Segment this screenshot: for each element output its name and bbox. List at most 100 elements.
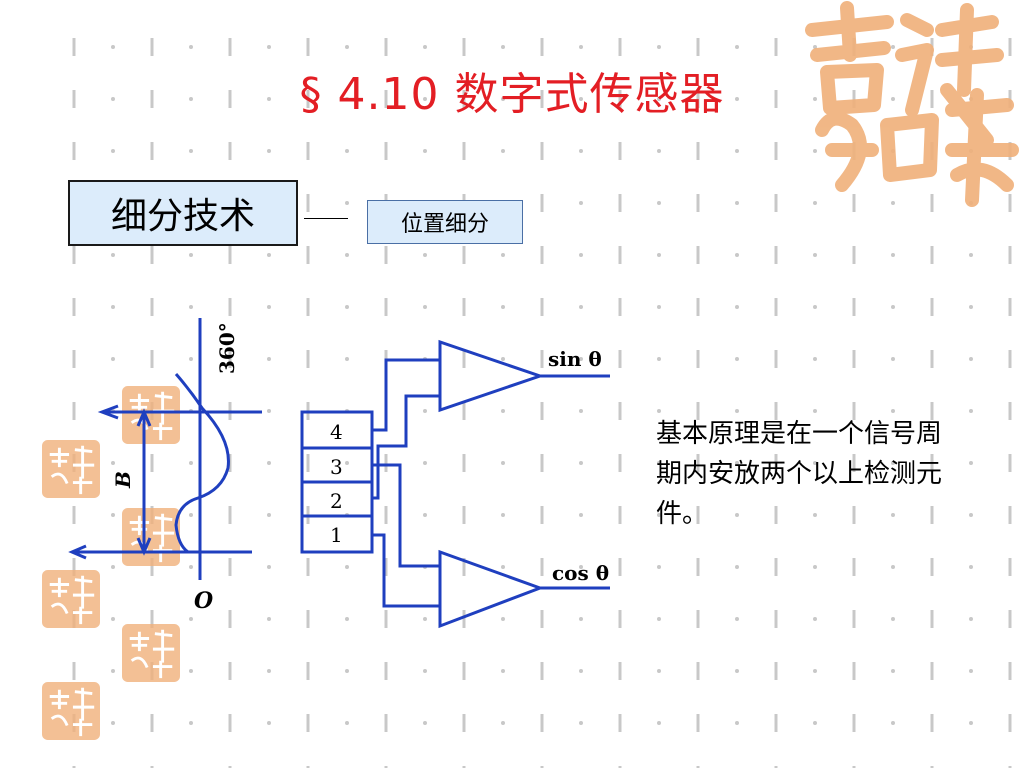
background-dot [423, 409, 427, 413]
background-dot [657, 97, 661, 101]
sensor-label-2: 2 [330, 489, 343, 513]
background-dot [969, 357, 973, 361]
background-dot [189, 617, 193, 621]
background-dot [501, 669, 505, 673]
background-dot [735, 565, 739, 569]
background-dot [189, 565, 193, 569]
background-dot [501, 97, 505, 101]
background-dot [111, 617, 115, 621]
background-dot [423, 45, 427, 49]
background-dot [345, 669, 349, 673]
background-dot [969, 513, 973, 517]
background-dot [579, 45, 583, 49]
background-dot [579, 617, 583, 621]
background-dot [501, 565, 505, 569]
background-dot [267, 253, 271, 257]
background-dot [189, 305, 193, 309]
background-dot [111, 253, 115, 257]
background-dot [423, 461, 427, 465]
background-dot [267, 669, 271, 673]
background-dot [891, 617, 895, 621]
period-arrow-bottom [136, 537, 152, 556]
background-dot [423, 669, 427, 673]
cos-amplifier [438, 549, 545, 629]
background-dot [189, 721, 193, 725]
background-dot [969, 461, 973, 465]
sine-curve [174, 373, 230, 554]
background-dot [813, 149, 817, 153]
background-dot [111, 45, 115, 49]
background-dot [969, 721, 973, 725]
background-dot [735, 305, 739, 309]
background-dot [579, 357, 583, 361]
background-dot [657, 513, 661, 517]
background-dot [423, 305, 427, 309]
subtype-label-box: 位置细分 [367, 200, 523, 244]
background-dot [657, 201, 661, 205]
top-arrow [97, 404, 119, 420]
background-dot [267, 513, 271, 517]
background-dot [111, 461, 115, 465]
background-dot [423, 253, 427, 257]
background-dot [345, 201, 349, 205]
background-dot [579, 201, 583, 205]
small-seal-decoration [122, 624, 180, 682]
background-dot [579, 461, 583, 465]
wire-4-sin [372, 358, 440, 432]
background-dot [267, 565, 271, 569]
background-dot [579, 305, 583, 309]
background-dot [735, 409, 739, 413]
cos-output-label: cos θ [552, 561, 609, 585]
background-dot [657, 149, 661, 153]
sensor-label-3: 3 [330, 455, 343, 479]
background-dot [267, 97, 271, 101]
background-dot [189, 45, 193, 49]
background-dot [111, 357, 115, 361]
background-dot [423, 721, 427, 725]
background-dot [501, 513, 505, 517]
period-arrow-top [136, 408, 152, 427]
technique-label-box: 细分技术 [68, 180, 298, 246]
background-dot [891, 409, 895, 413]
background-dot [813, 409, 817, 413]
background-dot [579, 97, 583, 101]
background-dot [891, 565, 895, 569]
background-dot [579, 513, 583, 517]
small-seal-decoration [42, 682, 100, 740]
background-dot [423, 617, 427, 621]
small-seal-decoration [42, 570, 100, 628]
background-dot [891, 513, 895, 517]
background-dot [891, 721, 895, 725]
background-dot [111, 149, 115, 153]
background-dot [345, 253, 349, 257]
background-dot [579, 669, 583, 673]
background-dot [345, 461, 349, 465]
background-dot [813, 253, 817, 257]
background-dot [813, 45, 817, 49]
connector-dash [304, 218, 348, 219]
background-dot [423, 513, 427, 517]
background-dot [969, 565, 973, 569]
background-dot [189, 253, 193, 257]
background-dot [111, 305, 115, 309]
principle-description: 基本原理是在一个信号周期内安放两个以上检测元件。 [656, 419, 943, 529]
background-dot [345, 149, 349, 153]
background-dot [813, 565, 817, 569]
background-dot [579, 149, 583, 153]
background-dot [813, 97, 817, 101]
background-dot [111, 669, 115, 673]
origin-label: O [194, 588, 213, 614]
background-dot [735, 721, 739, 725]
background-dot [657, 253, 661, 257]
background-dot [891, 461, 895, 465]
background-dot [267, 149, 271, 153]
background-dot [813, 513, 817, 517]
background-dot [969, 305, 973, 309]
background-dot [345, 97, 349, 101]
background-dot [735, 45, 739, 49]
angle-label: 360° [215, 322, 239, 374]
background-dot [891, 357, 895, 361]
background-dot [267, 461, 271, 465]
background-dot [891, 97, 895, 101]
background-dot [267, 721, 271, 725]
